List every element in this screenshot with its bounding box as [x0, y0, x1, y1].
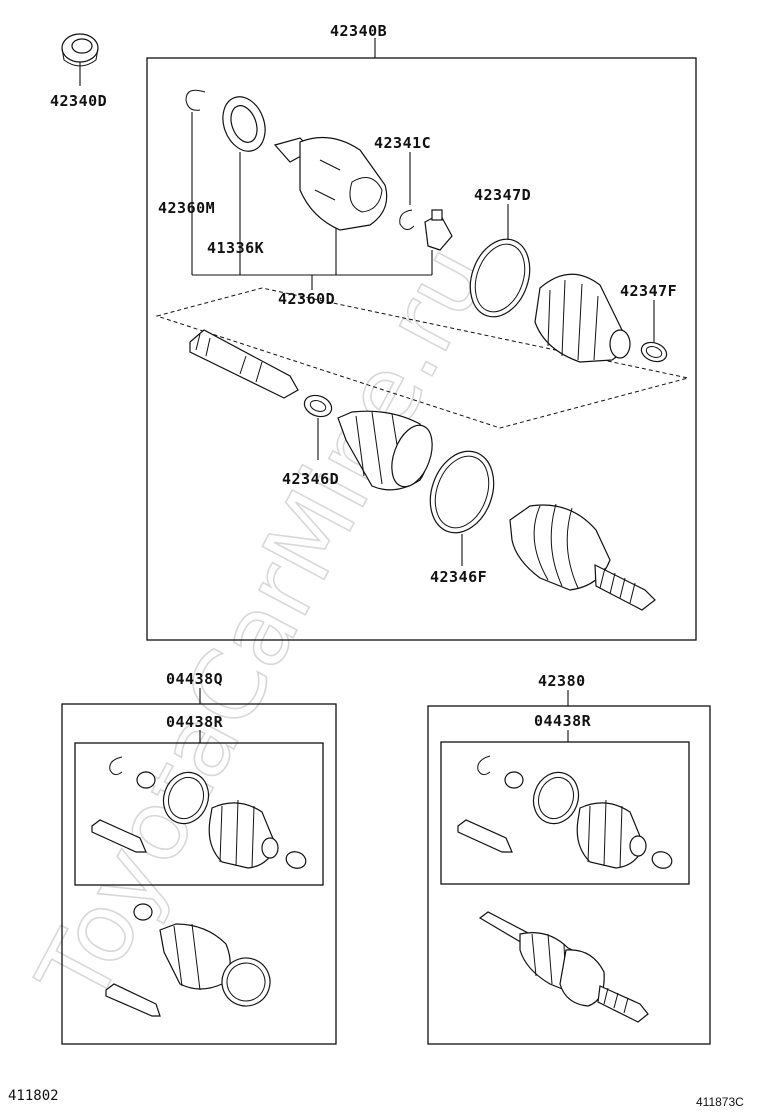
kit-box-04438Q [61, 703, 337, 1045]
label-04438Q[interactable]: 04438Q [166, 670, 223, 688]
left-kit-inner-parts[interactable] [91, 756, 308, 1017]
part-42347F-clamp[interactable] [639, 339, 670, 365]
label-41336K[interactable]: 41336K [207, 239, 264, 257]
inner-dashed-region [155, 287, 689, 429]
part-inboard-joint-housing[interactable] [273, 136, 388, 231]
part-42347D-boot-band[interactable] [460, 231, 540, 325]
part-drive-shaft[interactable] [189, 329, 299, 399]
kit-box-42380 [427, 705, 711, 1045]
part-42346F-boot-band[interactable] [419, 442, 504, 541]
part-42346D-clamp[interactable] [301, 392, 334, 420]
label-42380[interactable]: 42380 [538, 672, 586, 690]
assembly-box-42340B [146, 57, 697, 641]
label-42346D[interactable]: 42346D [282, 470, 339, 488]
right-kit-inner-parts[interactable] [457, 755, 674, 871]
label-04438R-right[interactable]: 04438R [534, 712, 592, 730]
label-42347D[interactable]: 42347D [474, 186, 531, 204]
part-41336K-oil-seal[interactable] [216, 91, 273, 157]
label-42347F[interactable]: 42347F [620, 282, 677, 300]
part-outboard-boot[interactable] [337, 410, 440, 492]
kit-box-04438R-left [74, 742, 324, 886]
footer-right-code: 411873C [696, 1095, 744, 1109]
part-42341C-circlip[interactable] [399, 209, 415, 230]
footer-left-code: 411802 [8, 1088, 59, 1104]
label-42340D[interactable]: 42340D [50, 92, 107, 110]
label-42340B[interactable]: 42340B [330, 22, 387, 40]
watermark: ToyotaCarMine.ru [16, 228, 509, 1022]
label-04438R-left[interactable]: 04438R [166, 713, 224, 731]
kit-box-04438R-right [440, 741, 690, 885]
label-42346F[interactable]: 42346F [430, 568, 487, 586]
label-42341C[interactable]: 42341C [374, 134, 431, 152]
label-42360M[interactable]: 42360M [158, 199, 215, 217]
label-42360D[interactable]: 42360D [278, 290, 335, 308]
part-inboard-boot[interactable] [534, 273, 631, 363]
part-42340D-seal[interactable] [61, 33, 99, 67]
part-outboard-cv-joint[interactable] [509, 503, 656, 611]
part-42360M-snap-ring[interactable] [185, 89, 206, 111]
right-kit-driveshaft-assembly[interactable] [478, 911, 649, 1023]
part-tripod[interactable] [424, 209, 453, 251]
